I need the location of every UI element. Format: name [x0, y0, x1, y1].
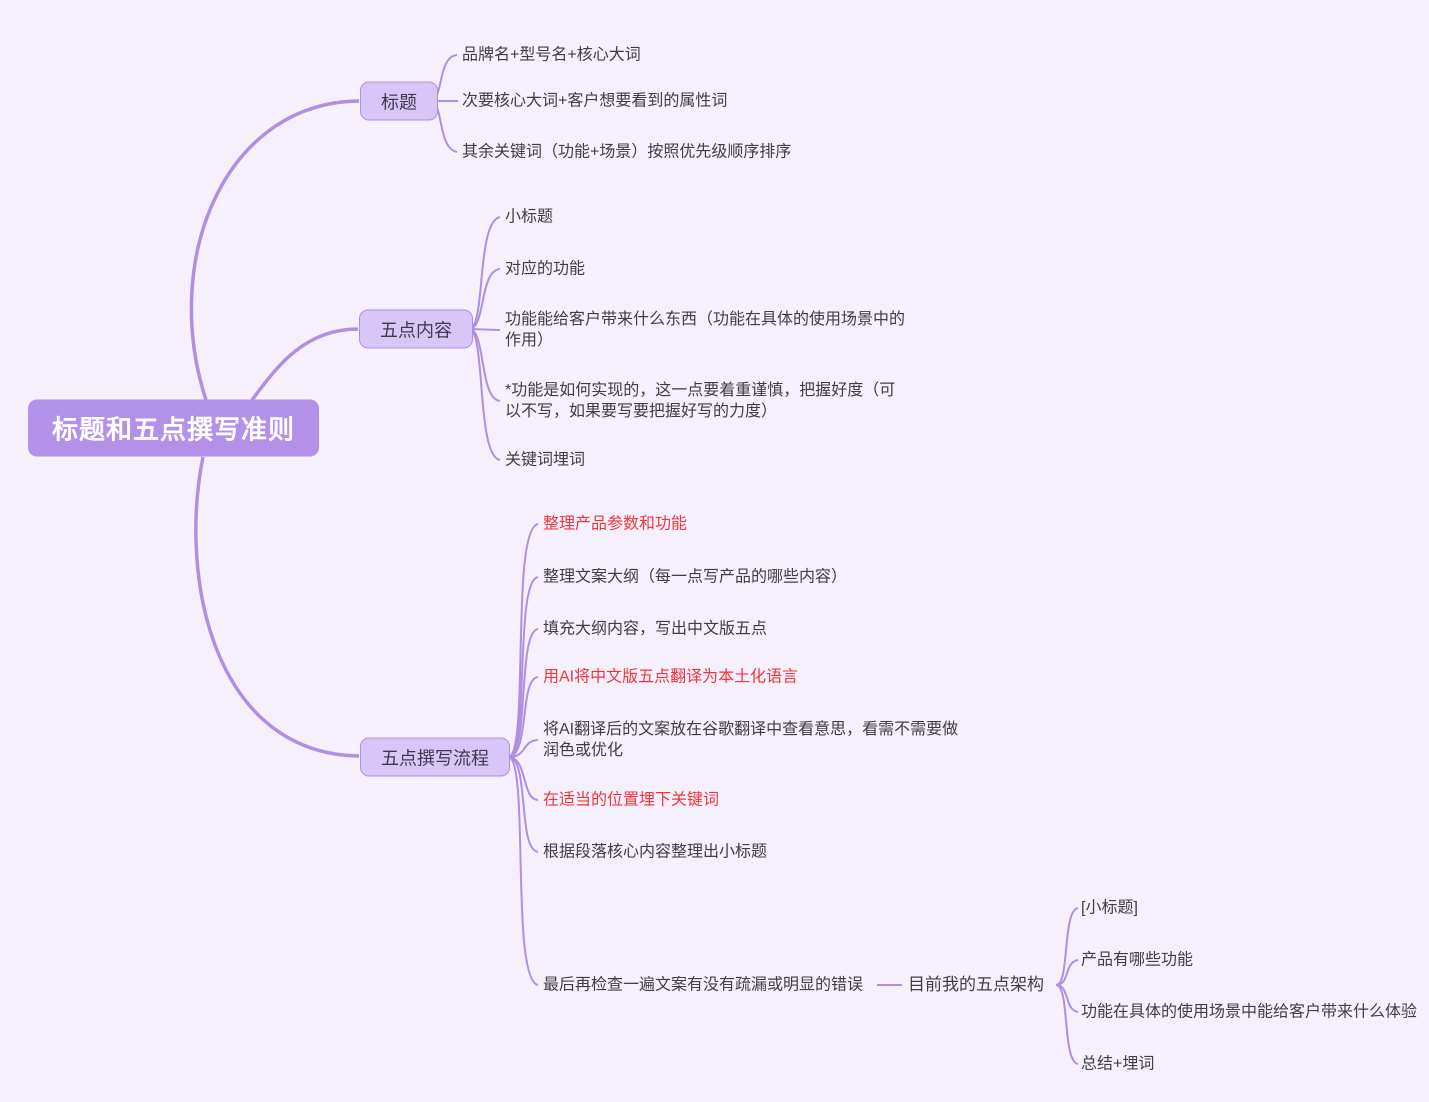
leaf-node[interactable]: 填充大纲内容，写出中文版五点	[543, 620, 768, 638]
connector-structure-child	[1055, 907, 1079, 986]
leaf-node-emphasis[interactable]: 在适当的位置埋下关键词	[543, 791, 720, 809]
connector-content-child	[468, 328, 501, 402]
leaf-node[interactable]: 关键词埋词	[505, 451, 586, 469]
connector-root-to-title	[189, 99, 360, 401]
connector-process-child	[507, 576, 539, 758]
leaf-node[interactable]: 次要核心大词+客户想要看到的属性词	[462, 92, 728, 110]
connector-process-child	[507, 523, 539, 758]
branch-node-five-point-process[interactable]: 五点撰写流程	[360, 737, 510, 777]
leaf-node[interactable]: 小标题	[505, 208, 554, 226]
leaf-node[interactable]: 对应的功能	[505, 260, 586, 278]
connector-content-child	[468, 328, 501, 461]
subnode-current-structure[interactable]: 目前我的五点架构	[908, 975, 1044, 994]
connector-content-child	[468, 216, 501, 330]
branch-node-title[interactable]: 标题	[360, 81, 438, 121]
leaf-node[interactable]: 根据段落核心内容整理出小标题	[543, 843, 768, 861]
leaf-node[interactable]: [小标题]	[1081, 899, 1138, 917]
connector-structure-child	[1055, 959, 1079, 986]
leaf-node-emphasis[interactable]: 用AI将中文版五点翻译为本土化语言	[543, 668, 799, 686]
leaf-node[interactable]: 功能能给客户带来什么东西（功能在具体的使用场景中的作用）	[505, 311, 906, 349]
leaf-node[interactable]: 最后再检查一遍文案有没有疏漏或明显的错误	[543, 976, 864, 994]
connector-root-to-content	[250, 327, 359, 402]
leaf-node[interactable]: *功能是如何实现的，这一点要着重谨慎，把握好度（可以不写，如果要写要把握好写的力…	[505, 382, 896, 420]
leaf-node[interactable]: 品牌名+型号名+核心大词	[462, 46, 641, 64]
leaf-node[interactable]: 功能在具体的使用场景中能给客户带来什么体验	[1081, 1003, 1418, 1021]
leaf-node[interactable]: 整理文案大纲（每一点写产品的哪些内容）	[543, 568, 848, 586]
leaf-node[interactable]: 其余关键词（功能+场景）按照优先级顺序排序	[462, 143, 792, 161]
connector-process-child	[507, 628, 539, 758]
branch-node-five-point-content[interactable]: 五点内容	[359, 309, 473, 349]
connector-process-child	[507, 739, 539, 758]
connector-content-child	[468, 268, 501, 330]
connector-root-to-process	[194, 456, 360, 758]
connector-process-child	[507, 756, 539, 853]
leaf-node[interactable]: 产品有哪些功能	[1081, 951, 1194, 969]
root-node[interactable]: 标题和五点撰写准则	[28, 399, 320, 457]
connector-process-child	[507, 756, 539, 986]
connector-structure-child	[1055, 984, 1079, 1013]
connector-process-child	[507, 756, 539, 801]
connector-content-child	[468, 328, 501, 331]
leaf-node-emphasis[interactable]: 整理产品参数和功能	[543, 515, 688, 533]
leaf-node[interactable]: 将AI翻译后的文案放在谷歌翻译中查看意思，看需不需要做润色或优化	[543, 721, 959, 759]
connector-structure-child	[1055, 984, 1079, 1065]
connector-process-child	[507, 676, 539, 758]
leaf-node[interactable]: 总结+埋词	[1081, 1055, 1155, 1073]
